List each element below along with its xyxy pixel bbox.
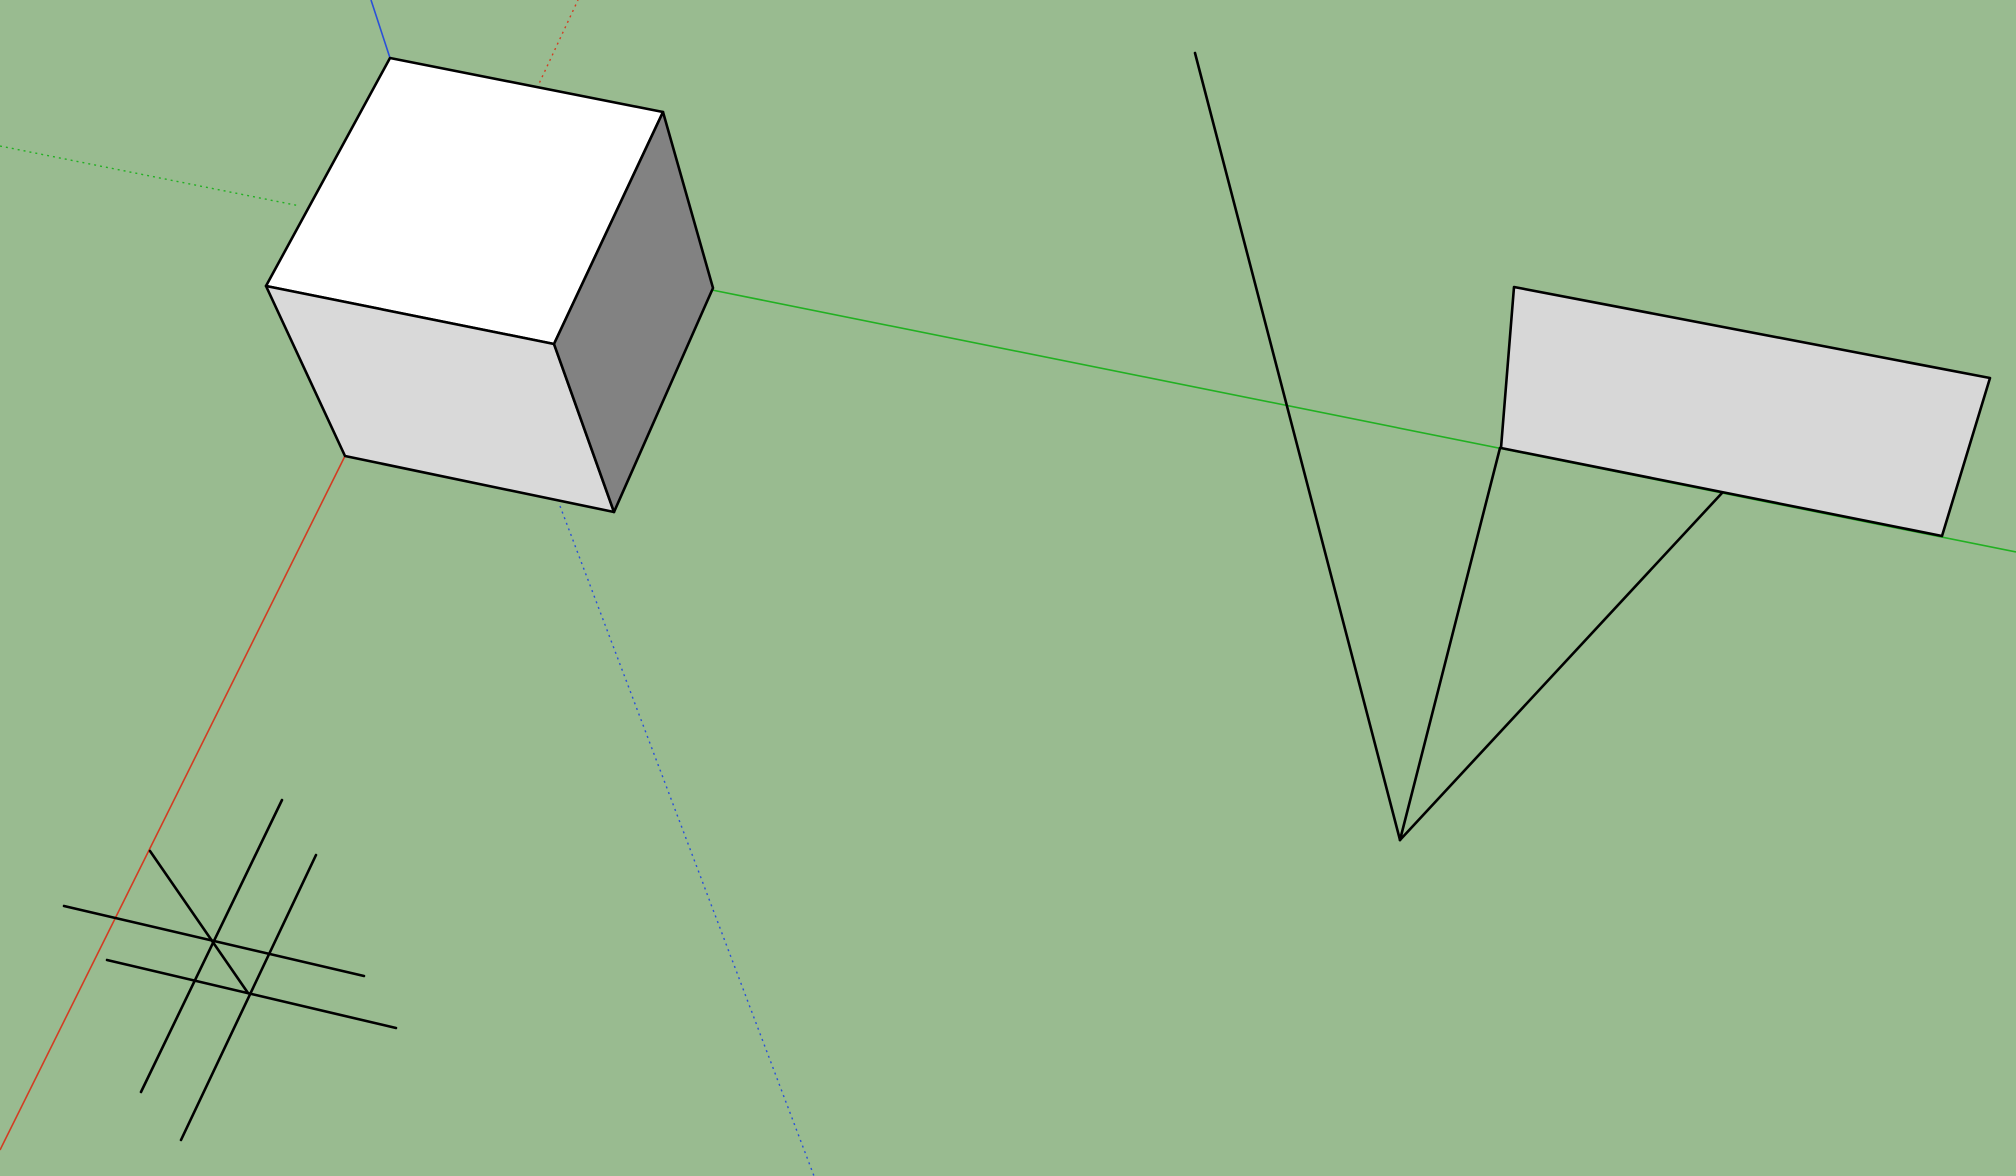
long-edge[interactable] [1193,51,1402,842]
middle-edge[interactable] [1398,446,1502,842]
cube-side-face[interactable] [552,110,715,514]
red-axis-dotted [536,0,579,89]
cluster-diagonal[interactable] [148,849,250,995]
blue-axis-solid [370,0,391,59]
cube[interactable] [264,56,715,514]
converging-lines[interactable] [1193,51,1724,842]
rectangle-face[interactable] [1499,285,1992,538]
line-cluster[interactable] [62,798,398,1142]
cluster-vertical-left[interactable] [139,798,284,1094]
right-edge[interactable] [1398,491,1724,842]
red-axis-solid [0,455,346,1151]
cluster-vertical-right[interactable] [179,853,318,1142]
